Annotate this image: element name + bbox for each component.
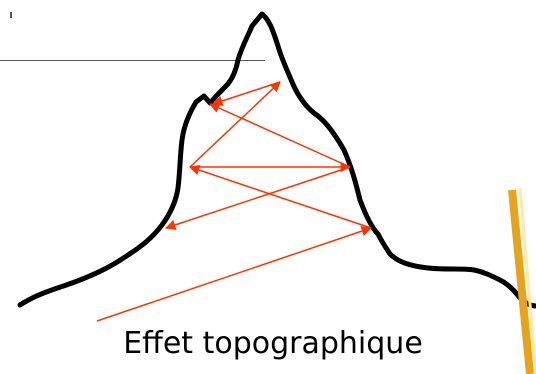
pole <box>508 189 534 374</box>
diagram-caption: Effet topographique <box>123 326 423 361</box>
mountain-outline <box>17 11 536 309</box>
arrow-reflection-5 <box>189 81 281 168</box>
arrow-reflection-1 <box>189 165 372 229</box>
arrow-reflection-3 <box>165 166 351 231</box>
pole-shadow <box>518 187 536 374</box>
arrow-reflection-4 <box>209 103 351 168</box>
reflection-arrows <box>96 81 372 322</box>
arrow-incident <box>96 226 372 322</box>
arrow-reflection-6 <box>212 81 281 107</box>
